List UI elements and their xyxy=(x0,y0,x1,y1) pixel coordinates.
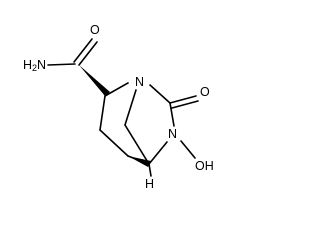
bridge-c5-bond xyxy=(124,124,150,165)
wedge-layer xyxy=(79,65,151,167)
amide-cn-bond xyxy=(47,63,76,66)
c2-c3-bond xyxy=(99,95,106,131)
amide-oxygen-label: O xyxy=(90,23,100,37)
atom-label-layer: H2N O N O N OH H xyxy=(23,23,214,191)
hydroxy-label: OH xyxy=(195,159,214,173)
hydroxy-nitrogen-label: N xyxy=(168,127,177,141)
bridgehead-hydrogen-label: H xyxy=(145,177,154,191)
c7-n6-bond xyxy=(169,102,175,127)
n6-oh-bond xyxy=(180,140,196,159)
n6-c5-bond xyxy=(148,141,168,165)
n1-c7-bond xyxy=(149,84,171,104)
urea-carbonyl-bond-1 xyxy=(169,95,197,104)
urea-carbonyl-bond-2 xyxy=(171,100,199,109)
c2-wedge-bond xyxy=(79,65,110,96)
c3-c4-bond xyxy=(99,129,129,157)
n1-bridge-bond xyxy=(124,89,137,126)
n1-c2-bond xyxy=(104,82,129,97)
c5-wedge-bond xyxy=(128,156,151,167)
urea-oxygen-label: O xyxy=(200,85,210,99)
amine-label: H2N xyxy=(23,58,46,73)
bond-layer xyxy=(47,38,199,177)
amide-carbonyl-bond-2 xyxy=(78,41,98,66)
bicyclic-urea-structure-diagram: H2N O N O N OH H xyxy=(23,23,214,191)
amide-carbonyl-bond-1 xyxy=(73,38,93,63)
c5-h-bond xyxy=(148,163,152,177)
bridgehead-nitrogen-label: N xyxy=(135,75,144,89)
